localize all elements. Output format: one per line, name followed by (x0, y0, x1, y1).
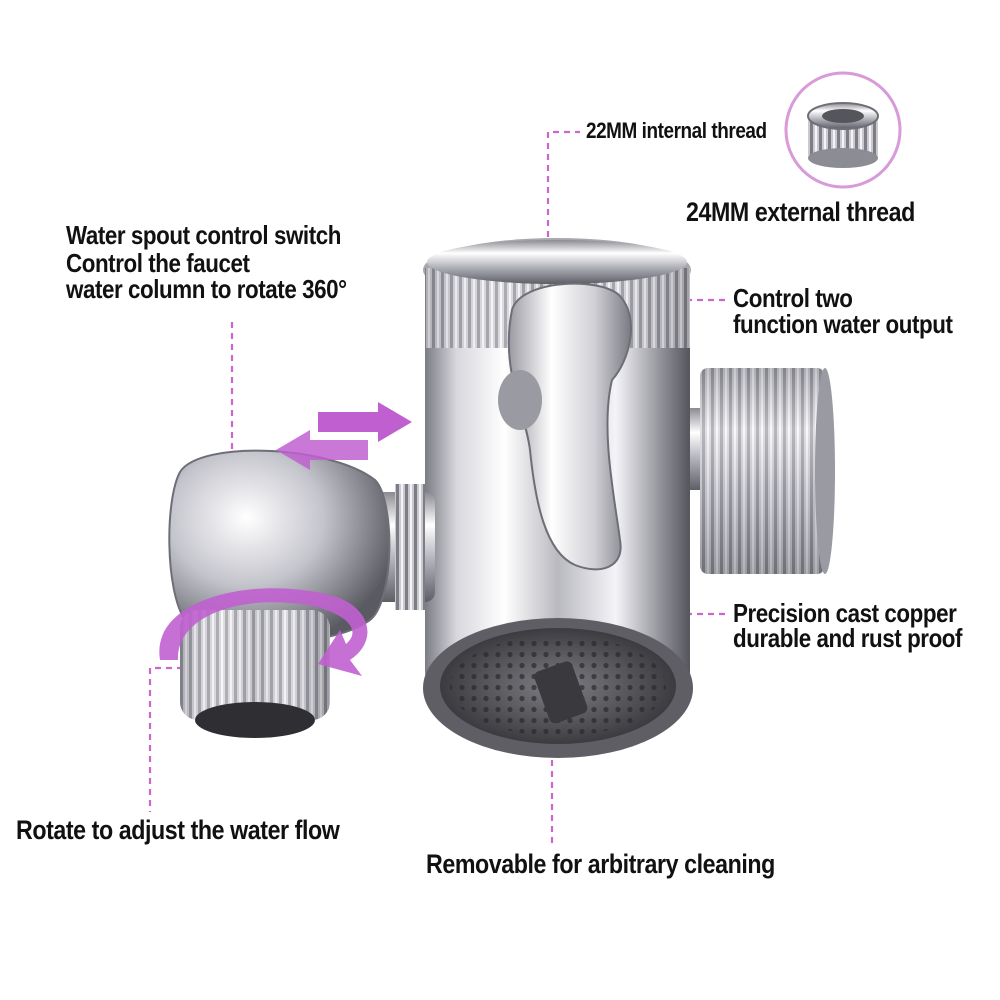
aerator (423, 618, 693, 758)
double-arrow-icon (276, 402, 412, 470)
inset-thread-ring (784, 71, 902, 189)
label-internal-thread: 22MM internal thread (586, 118, 767, 143)
label-control-two-line1: Control two (733, 283, 853, 313)
label-spout-switch-line1: Water spout control switch (66, 220, 341, 250)
label-copper-line1: Precision cast copper (733, 598, 957, 628)
label-removable: Removable for arbitrary cleaning (426, 849, 775, 879)
label-external-thread: 24MM external thread (686, 197, 915, 227)
label-rotate-flow: Rotate to adjust the water flow (16, 815, 340, 845)
rotate-arrow-icon (159, 588, 368, 676)
label-spout-switch-line2: Control the faucet (66, 248, 250, 278)
label-control-two-line2: function water output (733, 309, 953, 339)
leader-lines (148, 130, 728, 845)
leader-internal-thread (546, 130, 580, 248)
lever-handle (498, 282, 633, 571)
label-spout-switch-line3: water column to rotate 360° (66, 274, 347, 304)
label-copper-line2: durable and rust proof (733, 623, 963, 653)
leader-rotate-flow (148, 666, 205, 812)
